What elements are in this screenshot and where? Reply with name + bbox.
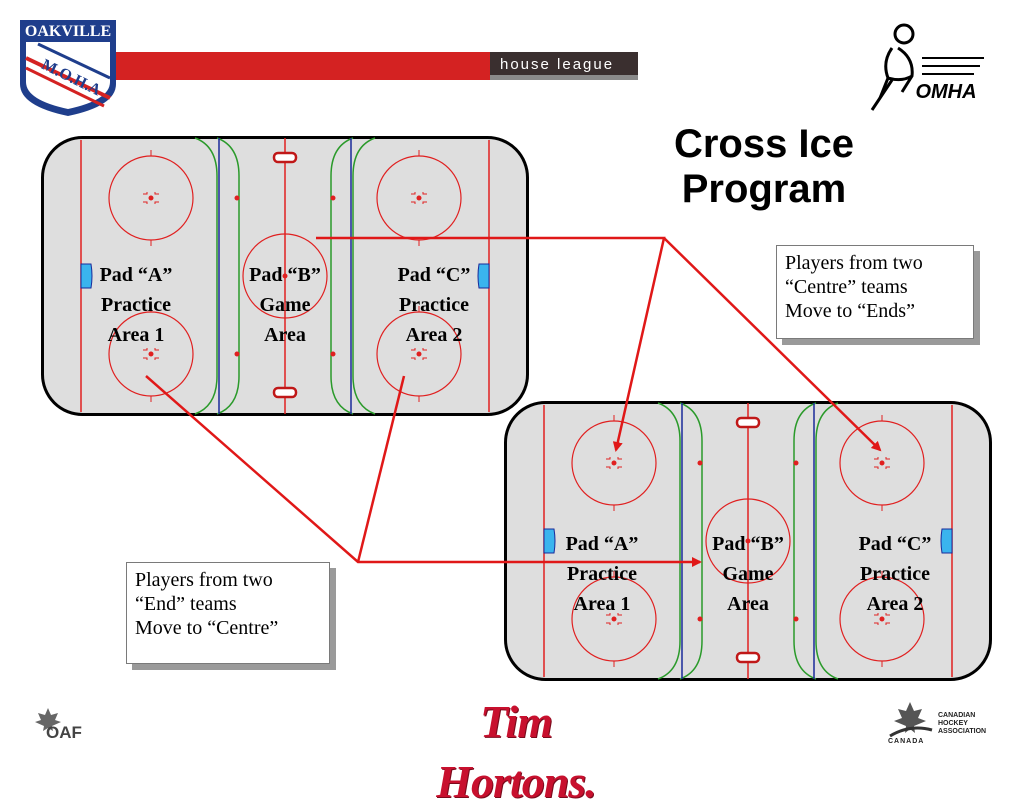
omha-text: OMHA xyxy=(915,81,976,103)
page-title: Cross Ice Program xyxy=(624,122,904,212)
canada-text: CANADA xyxy=(888,738,925,745)
callout-centre-to-ends: Players from two “Centre” teams Move to … xyxy=(776,245,974,339)
house-league-text: house league xyxy=(500,56,615,73)
oaf-logo-icon: OAF xyxy=(28,706,96,746)
oakville-text: OAKVILLE xyxy=(25,23,111,40)
maple-leaf-icon xyxy=(889,702,933,738)
callout-ends-to-centre: Players from two “End” teams Move to “Ce… xyxy=(126,562,330,664)
title-line: Cross Ice xyxy=(673,122,855,166)
omha-player-logo-icon: OMHA xyxy=(862,18,992,116)
oaf-text: OAF xyxy=(46,723,82,742)
tim-hortons-wordmark: Tim Hortons. xyxy=(436,696,596,807)
title-line: Program xyxy=(681,167,847,211)
tim-hortons-logo: Tim Hortons. xyxy=(400,692,632,807)
oakville-moha-logo-icon: OAKVILLE M.O.H.A xyxy=(14,14,122,118)
